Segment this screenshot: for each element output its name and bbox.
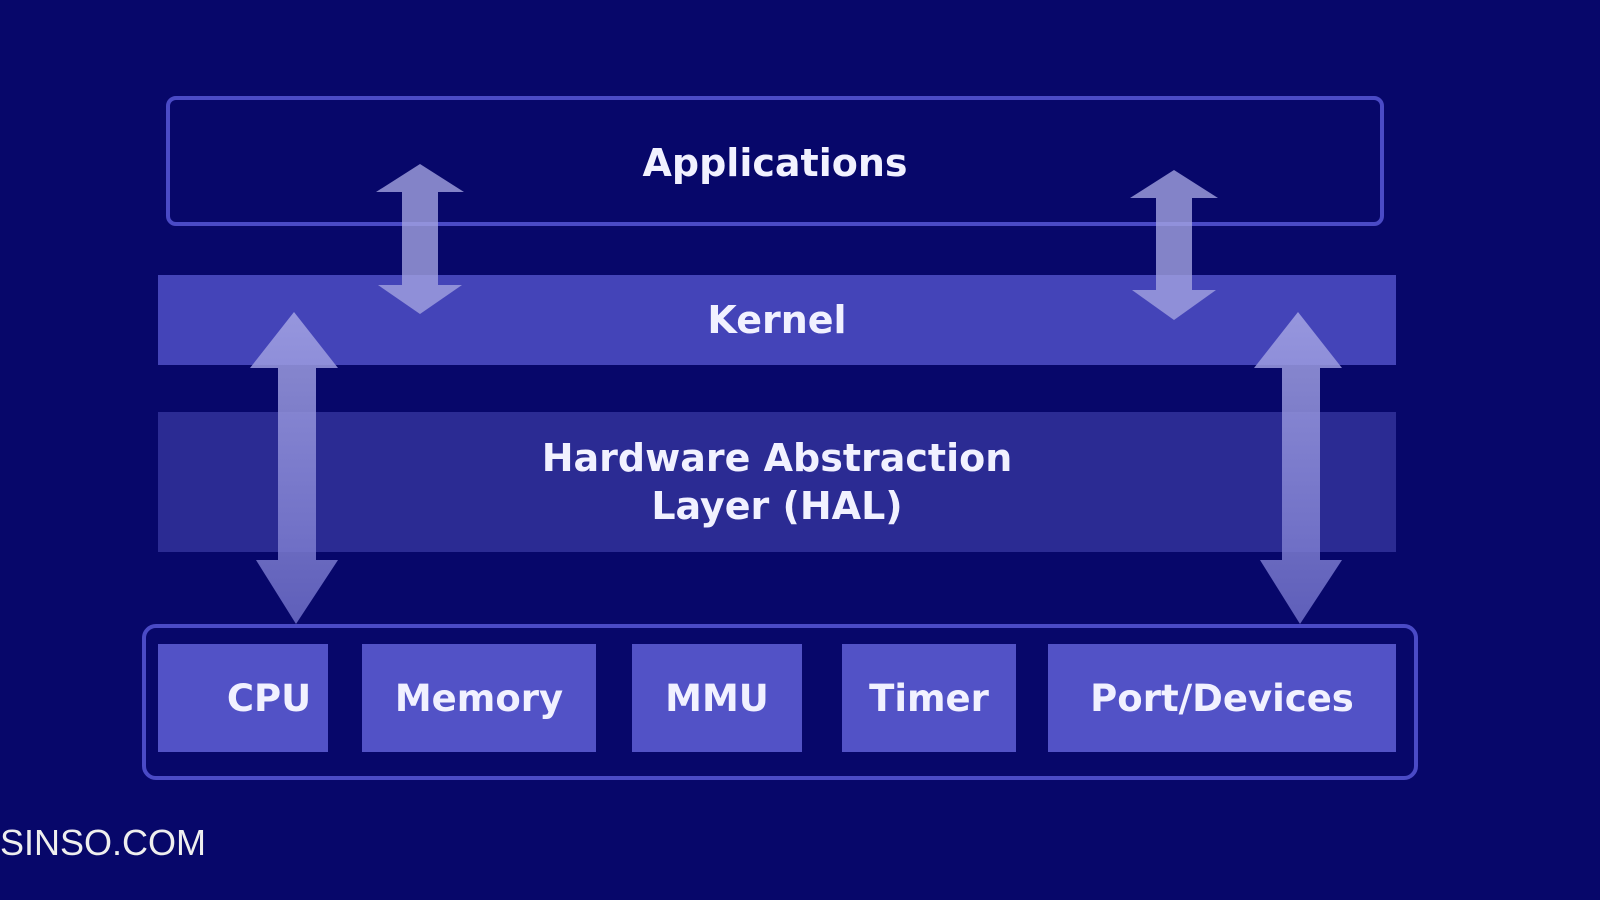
applications-layer: Applications bbox=[166, 96, 1384, 226]
port-devices-label: Port/Devices bbox=[1090, 676, 1354, 720]
hardware-group bbox=[142, 624, 1418, 780]
mmu-label: MMU bbox=[665, 676, 769, 720]
watermark: SINSO.COM bbox=[0, 822, 207, 863]
cpu-label: CPU bbox=[226, 676, 312, 720]
hal-layer: Hardware Abstraction Layer (HAL) bbox=[158, 412, 1396, 552]
hardware-port-devices: Port/Devices bbox=[1048, 644, 1396, 752]
hardware-memory: Memory bbox=[362, 644, 596, 752]
applications-label: Applications bbox=[642, 141, 908, 185]
hardware-timer: Timer bbox=[842, 644, 1016, 752]
hal-label-line1: Hardware Abstraction bbox=[541, 436, 1013, 480]
kernel-label: Kernel bbox=[707, 298, 847, 342]
hardware-mmu: MMU bbox=[632, 644, 802, 752]
hardware-cpu: CPU bbox=[158, 644, 328, 752]
kernel-layer: Kernel bbox=[158, 275, 1396, 365]
timer-label: Timer bbox=[869, 676, 989, 720]
memory-label: Memory bbox=[394, 676, 564, 720]
hal-label-line2: Layer (HAL) bbox=[651, 484, 903, 528]
